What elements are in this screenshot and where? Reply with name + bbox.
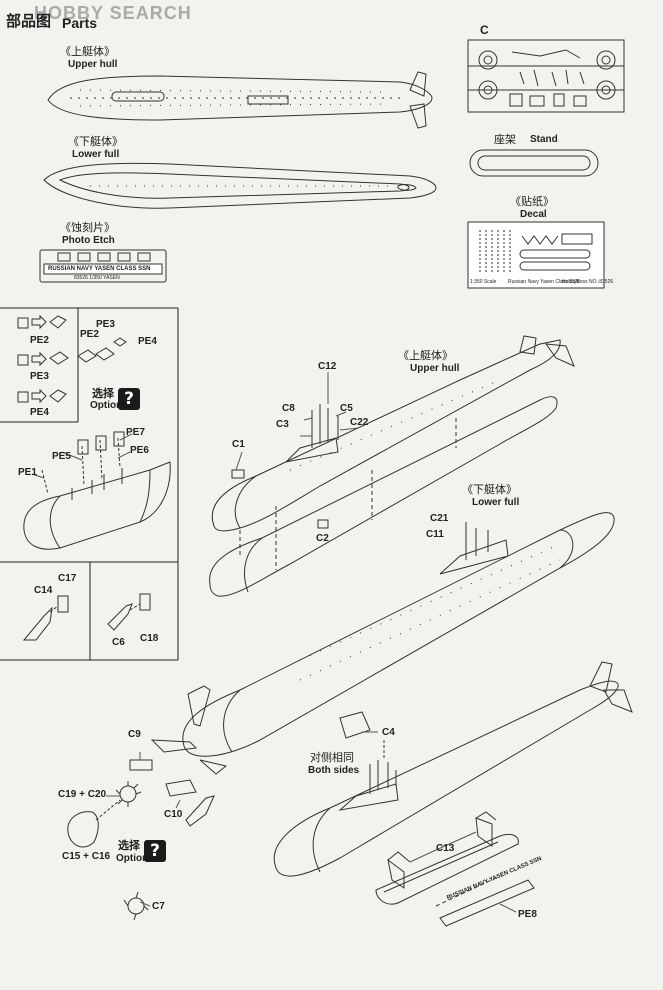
both-sides-label-cn: 对侧相同	[310, 751, 354, 764]
stand-drawing	[469, 149, 599, 177]
photo-etch-drawing	[39, 249, 167, 283]
label-c1: C1	[232, 439, 245, 450]
panel-borders	[0, 307, 179, 661]
step2-upper-hull-cn: 《上艇体》	[398, 349, 453, 362]
pe-option-drawings	[17, 314, 69, 404]
option-label-en-2: Option	[116, 853, 149, 864]
parts-heading-en: Parts	[62, 15, 98, 31]
label-c17: C17	[58, 573, 77, 584]
label-c11: C11	[426, 529, 444, 540]
step2-upper-hull-en: Upper hull	[410, 363, 460, 374]
label-pe3: PE3	[96, 319, 115, 330]
pe-plate-text: RUSSIAN NAVY YASEN CLASS SSN	[48, 266, 151, 272]
label-c6: C6	[112, 637, 125, 648]
label-c5: C5	[340, 403, 353, 414]
label-c19-c20: C19 + C20	[58, 789, 107, 800]
sail-assembly-drawing	[23, 431, 171, 550]
label-c7: C7	[152, 901, 165, 912]
decal-label-en: Decal	[520, 209, 547, 220]
leader-lines	[31, 372, 517, 913]
label-pe3-option: PE3	[30, 371, 49, 382]
label-c22: C22	[350, 417, 369, 428]
pe-parts-drawing	[77, 337, 127, 363]
parts-heading-cn: 部品图	[6, 12, 52, 30]
decal-drawing	[467, 221, 605, 289]
option-label-cn-2: 选择	[118, 839, 140, 852]
label-c8: C8	[282, 403, 295, 414]
step2-hull-assembly-drawing	[209, 335, 575, 597]
lower-hull-label-en: Lower full	[72, 149, 120, 160]
sprue-c-label: C	[480, 23, 489, 37]
stand-label-cn: 座架	[494, 133, 516, 146]
decal-title-text: Russian Navy Yasen Class SSN	[508, 279, 580, 285]
step2-lower-hull-en: Lower full	[472, 497, 520, 508]
lower-hull-drawing	[43, 162, 437, 209]
sprue-c-drawing	[467, 39, 625, 113]
upper-hull-label-cn: 《上艇体》	[60, 45, 115, 58]
rudder-c6-drawing	[107, 593, 151, 631]
label-c15-c16: C15 + C16	[62, 851, 111, 862]
label-c13: C13	[436, 843, 455, 854]
rudder-c14-drawing	[22, 595, 69, 641]
question-icon: ?	[118, 388, 140, 410]
photo-etch-label-cn: 《蚀刻片》	[60, 221, 115, 234]
label-pe2: PE2	[80, 329, 99, 340]
lower-hull-label-cn: 《下艇体》	[68, 135, 123, 148]
label-pe1: PE1	[18, 467, 37, 478]
stand-label-en: Stand	[530, 134, 558, 145]
label-pe8: PE8	[518, 909, 537, 920]
label-pe6: PE6	[130, 445, 149, 456]
label-c9: C9	[128, 729, 141, 740]
label-pe4-option: PE4	[30, 407, 49, 418]
label-c10: C10	[164, 809, 183, 820]
label-pe4: PE4	[138, 336, 157, 347]
photo-etch-label-en: Photo Etch	[62, 235, 115, 246]
label-c12: C12	[318, 361, 337, 372]
upper-hull-label-en: Upper hull	[68, 59, 118, 70]
label-c18: C18	[140, 633, 159, 644]
option-label-cn-1: 选择	[92, 387, 114, 400]
pe-plate-subtext: 83526 1/350 YASEN	[74, 275, 120, 281]
label-pe2-option: PE2	[30, 335, 49, 346]
question-icon: ?	[144, 840, 166, 862]
label-c21: C21	[430, 513, 449, 524]
option-label-en-1: Option	[90, 400, 123, 411]
final-assembly-drawing	[273, 661, 633, 927]
decal-scale-text: 1:350 Scale	[470, 279, 497, 285]
step3-hull-assembly-drawing	[129, 512, 615, 827]
label-pe5: PE5	[52, 451, 71, 462]
step2-lower-hull-cn: 《下艇体》	[462, 483, 517, 496]
propeller-drawing	[67, 781, 149, 921]
label-pe7: PE7	[126, 427, 145, 438]
watermark: HOBBY SEARCH	[34, 3, 192, 23]
label-c2: C2	[316, 533, 329, 544]
upper-hull-drawing	[47, 71, 433, 129]
decal-label-cn: 《贴纸》	[510, 195, 554, 208]
label-c3: C3	[276, 419, 289, 430]
label-c4: C4	[382, 727, 395, 738]
decal-brand-text: HobbyBoss NO.:83526	[562, 279, 614, 285]
label-c14: C14	[34, 585, 53, 596]
both-sides-label-en: Both sides	[308, 765, 360, 776]
